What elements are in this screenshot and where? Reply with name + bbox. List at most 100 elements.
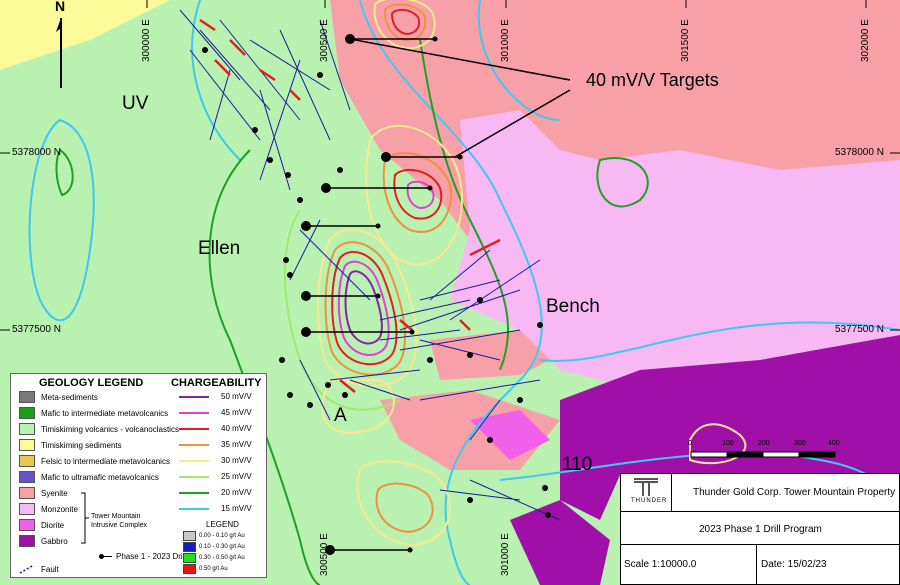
chargeability-item: 25 mV/V [179,472,263,481]
chargeability-legend-title: CHARGEABILITY [171,377,262,389]
geology-swatch [19,503,35,515]
contour-swatch [179,475,209,478]
drill-symbol-icon [99,554,112,559]
title-block: THUNDER Thunder Gold Corp. Tower Mountai… [620,473,900,585]
geology-swatch [19,471,35,483]
geology-swatch [19,535,35,547]
easting-label: 300500 E [319,533,330,576]
northing-label: 5378000 N [835,147,884,158]
easting-label: 301000 E [500,533,511,576]
label-bench: Bench [546,296,600,317]
geology-swatch [19,391,35,403]
geology-swatch [19,423,35,435]
geology-item: Timiskiming sediments [19,439,122,451]
fault-symbol-icon [19,564,35,574]
assay-intercepts [199,18,501,393]
grid-ticks [0,0,900,331]
sediment-unit [0,0,170,70]
scale-tick: 0 [688,440,692,447]
intrusive-complex-label: Tower Mountain Intrusive Complex [91,513,148,529]
syenite-unit [430,330,560,380]
northing-label: 5378000 N [12,147,61,158]
company-title: Thunder Gold Corp. Tower Mountain Proper… [693,487,896,498]
northing-label: 5377500 N [12,324,61,335]
chargeability-item: 30 mV/V [179,456,263,465]
easting-label: 301500 E [680,19,691,62]
targets-callout: 40 mV/V Targets [586,70,719,90]
easting-label: 302000 E [860,19,871,62]
northing-label: 5377500 N [835,324,884,335]
assay-item: 0.30 - 0.50 g/t Au [183,553,245,563]
scale-tick: 300 [794,440,806,447]
north-arrow-icon [56,18,62,88]
monzonite-unit [450,110,900,390]
contour-swatch [179,411,209,414]
assay-item: 0.00 - 0.10 g/t Au [183,531,245,541]
divider [621,544,899,545]
divider [756,544,757,584]
date-text: Date: 15/02/23 [761,559,827,570]
easting-label: 300000 E [141,19,152,62]
assay-swatch [183,542,196,552]
contour-swatch [179,443,209,446]
chargeability-item: 50 mV/V [179,392,263,401]
program-title: 2023 Phase 1 Drill Program [699,524,822,535]
label-uv: UV [122,93,149,114]
contour-swatch [179,507,209,510]
assay-item: 0.10 - 0.30 g/t Au [183,542,245,552]
chargeability-item: 40 mV/V [179,424,263,433]
logo-cell: THUNDER [621,474,672,511]
assay-item: 0.50 g/t Au [183,564,228,574]
assay-swatch [183,564,196,574]
chargeability-item: 20 mV/V [179,488,263,497]
drill-collar-points [202,34,551,555]
geology-swatch [19,455,35,467]
north-label: N [55,0,66,14]
label-ellen: Ellen [198,238,241,259]
contour-swatch [179,427,209,430]
geology-item: Timiskiming volcanics - volcanoclastics [19,423,179,435]
gabbro-unit [510,500,610,585]
drill-collars [306,38,571,551]
contour-swatch [179,491,209,494]
logo-text: THUNDER [631,498,668,504]
contour-swatch [179,395,209,398]
scale-tick: 400 [828,440,840,447]
assay-legend-title: LEGEND [206,520,239,529]
divider [621,511,899,512]
legend-panel: GEOLOGY LEGEND CHARGEABILITY Meta-sedime… [10,373,267,578]
diorite-unit [470,410,550,460]
easting-label: 300500 E [319,19,330,62]
easting-label: 301000 E [500,19,511,62]
scale-tick: 200 [758,440,770,447]
geology-item: Monzonite [19,503,78,515]
chargeability-item: 45 mV/V [179,408,263,417]
geology-item: Diorite [19,519,64,531]
geology-item: Mafic to ultramafic metavolcanics [19,471,159,483]
geology-item: Syenite [19,487,68,499]
geology-item: Gabbro [19,535,68,547]
contour-swatch [179,459,209,462]
chargeability-item: 35 mV/V [179,440,263,449]
geology-swatch [19,519,35,531]
scale-bar: 0 100 200 300 400 [688,440,840,460]
scale-text: Scale 1:10000.0 [624,559,697,570]
geology-item: Mafic to intermediate metavolcanics [19,407,168,419]
geology-item: Felsic to intermediate metavolcanics [19,455,170,467]
assay-swatch [183,553,196,563]
monzonite-unit [700,230,900,300]
geology-item: Meta-sediments [19,391,98,403]
geology-legend-title: GEOLOGY LEGEND [39,377,144,389]
intrusive-bracket [81,492,89,544]
label-a: A [334,405,347,426]
label-110: 110 [562,454,593,475]
assay-swatch [183,531,196,541]
geology-swatch [19,487,35,499]
drill-legend-item: Phase 1 - 2023 Drill [19,552,186,561]
fault-legend-item: Fault [19,564,59,574]
geology-swatch [19,439,35,451]
thunder-logo-icon [634,478,658,496]
chargeability-item: 15 mV/V [179,504,263,513]
geology-swatch [19,407,35,419]
